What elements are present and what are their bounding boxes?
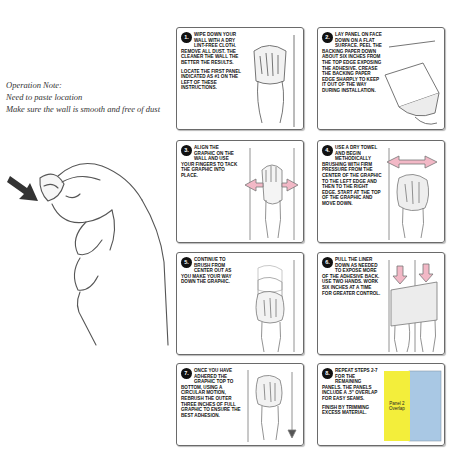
step-panel: 8.REPEAT STEPS 2-7 FOR THE REMAINING PAN…	[317, 363, 445, 446]
towel-illustration	[387, 148, 437, 240]
step-text: USE A DRY TOWEL AND BEGIN METHODICALLY B…	[322, 145, 382, 207]
step-text: LAY PANEL ON FACE DOWN ON A FLAT SURFACE…	[322, 32, 382, 94]
step-panel: 5.CONTINUE TO BRUSH FROM CENTER OUT AS Y…	[176, 252, 304, 355]
step-number: 2.	[322, 32, 333, 43]
brush-illustration	[256, 260, 294, 352]
operation-note: Need to paste location	[6, 92, 82, 102]
step-panel: 6.PULL THE LINER DOWN AS NEEDED TO EXPOS…	[317, 252, 445, 355]
step-number: 5.	[181, 257, 192, 268]
step-panel: 7.ONCE YOU HAVE ADHERED THE GRAPHIC TOP …	[176, 363, 304, 446]
step-number: 7.	[181, 368, 192, 379]
pull-liner-illustration	[389, 260, 437, 352]
step-number: 8.	[322, 368, 333, 379]
step-text: ONCE YOU HAVE ADHERED THE GRAPHIC TOP TO…	[181, 368, 241, 418]
step-number: 1.	[181, 32, 192, 43]
rebrush-illustration	[248, 370, 296, 442]
step-text: LOCATE THE FIRST PANEL INDICATED AS #1 O…	[181, 69, 241, 91]
operation-note: Operation Note:	[6, 80, 62, 90]
wipe-illustration	[254, 35, 294, 127]
overlap-label: Panel 2 Overlap	[384, 401, 410, 412]
step-number: 6.	[322, 257, 333, 268]
step-panel: 2.LAY PANEL ON FACE DOWN ON A FLAT SURFA…	[317, 27, 445, 130]
step-number: 4.	[322, 145, 333, 156]
step-text: FINISH BY TRIMMING EXCESS MATERIAL.	[322, 405, 378, 416]
operation-note: Make sure the wall is smooth and free of…	[6, 104, 160, 114]
overlap-band: Panel 2 Overlap	[384, 371, 410, 441]
step-text: ALIGN THE GRAPHIC ON THE WALL AND USE YO…	[181, 145, 241, 179]
step-panel: 4.USE A DRY TOWEL AND BEGIN METHODICALLY…	[317, 140, 445, 243]
step-text: PULL THE LINER DOWN AS NEEDED TO EXPOSE …	[322, 257, 382, 296]
step-text: CONTINUE TO BRUSH FROM CENTER OUT AS YOU…	[181, 257, 241, 285]
step-text: WIPE DOWN YOUR WALL WITH A DRY LINT-FREE…	[181, 32, 241, 66]
seam-illustration	[409, 371, 441, 441]
pointer-arrow	[7, 176, 38, 201]
hand-illustration	[40, 164, 168, 345]
step-panel: 1.WIPE DOWN YOUR WALL WITH A DRY LINT-FR…	[176, 27, 304, 130]
align-illustration	[245, 148, 298, 240]
step-text: REPEAT STEPS 2-7 FOR THE REMAINING PANEL…	[322, 368, 378, 402]
step-number: 3.	[181, 145, 192, 156]
step-panel: 3.ALIGN THE GRAPHIC ON THE WALL AND USE …	[176, 140, 304, 243]
peel-illustration	[385, 41, 439, 124]
